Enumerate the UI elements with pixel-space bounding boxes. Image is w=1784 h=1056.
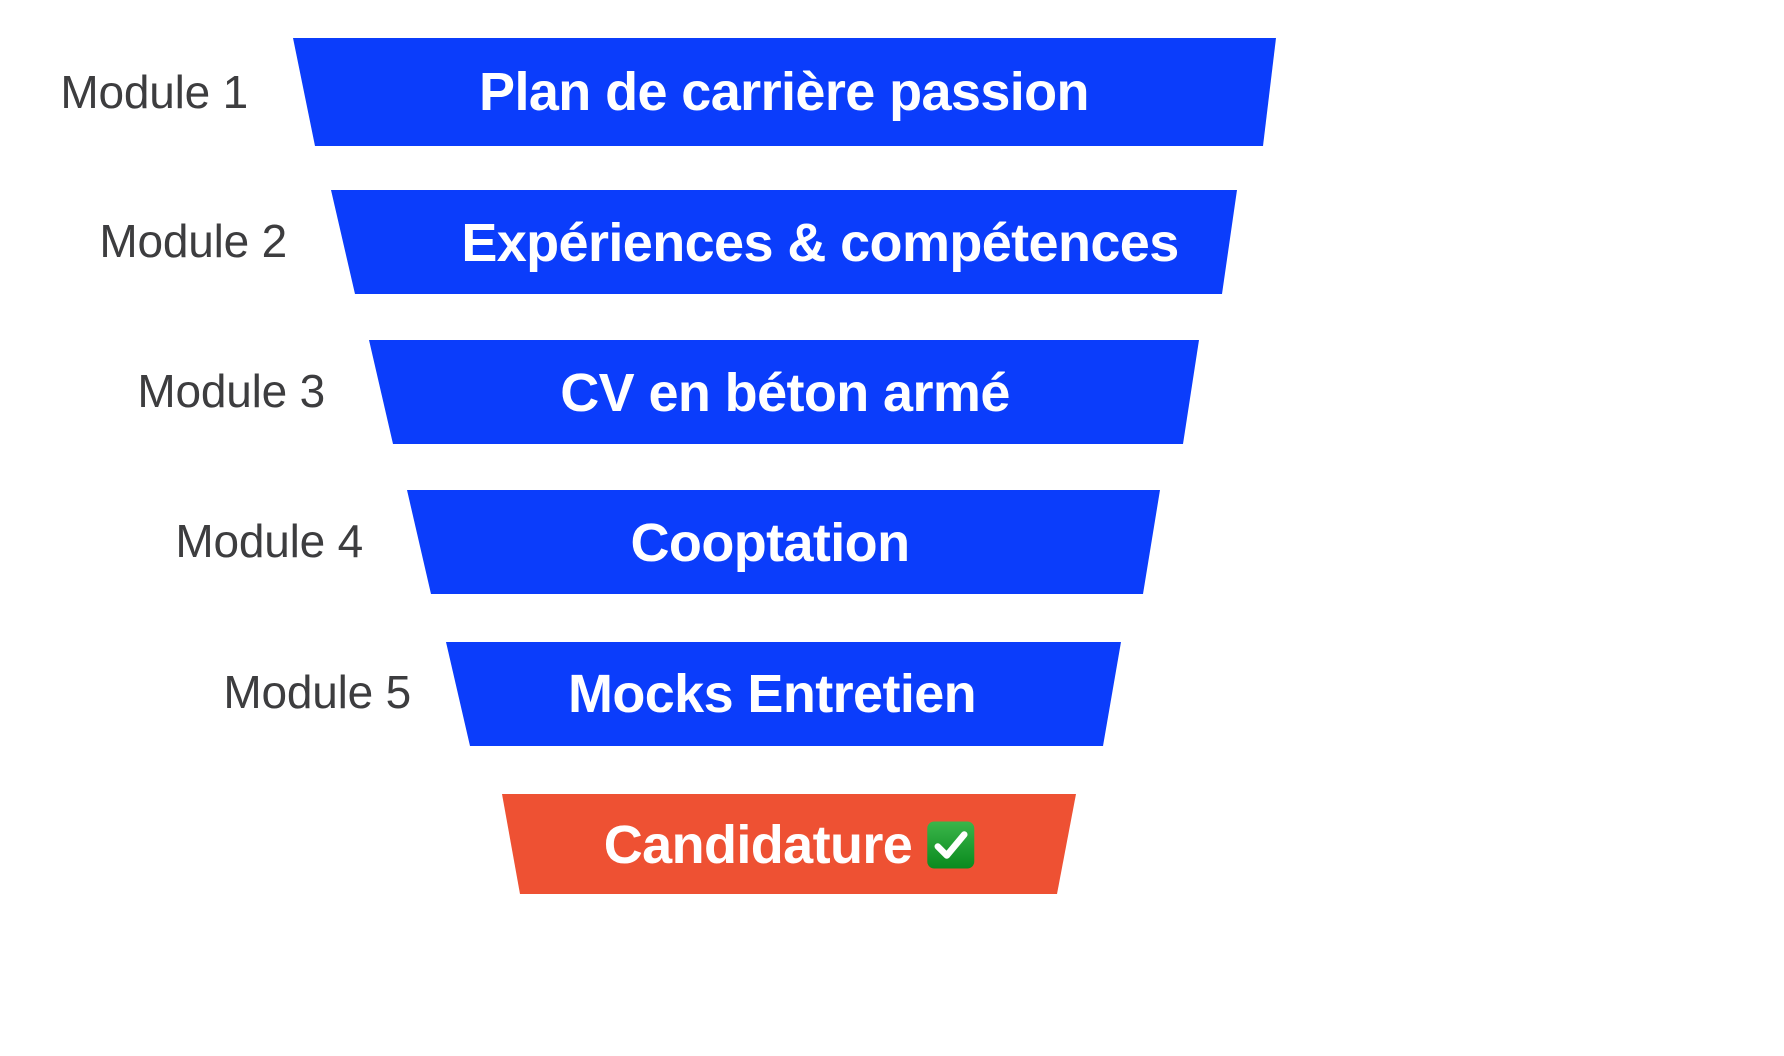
stage-side-label-module-2: Module 2 <box>99 215 287 267</box>
stage-title-module-3: CV en béton armé <box>560 363 1010 423</box>
stage-title-wrap-candidature: Candidature <box>604 818 976 872</box>
funnel-stage-shape-module-2[interactable] <box>331 190 1237 294</box>
funnel-stage-shape-module-1[interactable] <box>293 38 1276 146</box>
funnel-stage-shape-module-3[interactable] <box>369 340 1199 444</box>
stage-title-wrap-module-1: Plan de carrière passion <box>479 62 1090 122</box>
stage-title-module-2: Expériences & compétences <box>461 213 1179 273</box>
stage-side-label-module-5: Module 5 <box>223 666 411 718</box>
stage-title-wrap-module-4: Cooptation <box>630 513 911 573</box>
white-check-mark-emoji <box>926 820 976 870</box>
stage-side-label-module-3: Module 3 <box>137 365 325 417</box>
stage-title-module-1: Plan de carrière passion <box>479 62 1090 122</box>
stage-title-wrap-module-2: Expériences & compétences <box>461 213 1179 273</box>
stage-side-label-module-4: Module 4 <box>175 515 363 567</box>
stage-title-module-5: Mocks Entretien <box>567 664 977 724</box>
funnel-stage-shape-module-4[interactable] <box>407 490 1160 594</box>
stage-title-wrap-module-3: CV en béton armé <box>560 366 1010 420</box>
stage-title-wrap-module-5: Mocks Entretien <box>567 664 977 724</box>
stage-title-candidature: Candidature <box>603 815 913 875</box>
stage-title-module-4: Cooptation <box>630 513 911 573</box>
stage-side-label-module-1: Module 1 <box>60 66 248 118</box>
funnel-stage-shape-candidature[interactable] <box>502 794 1076 894</box>
funnel-stage-shape-module-5[interactable] <box>446 642 1121 746</box>
